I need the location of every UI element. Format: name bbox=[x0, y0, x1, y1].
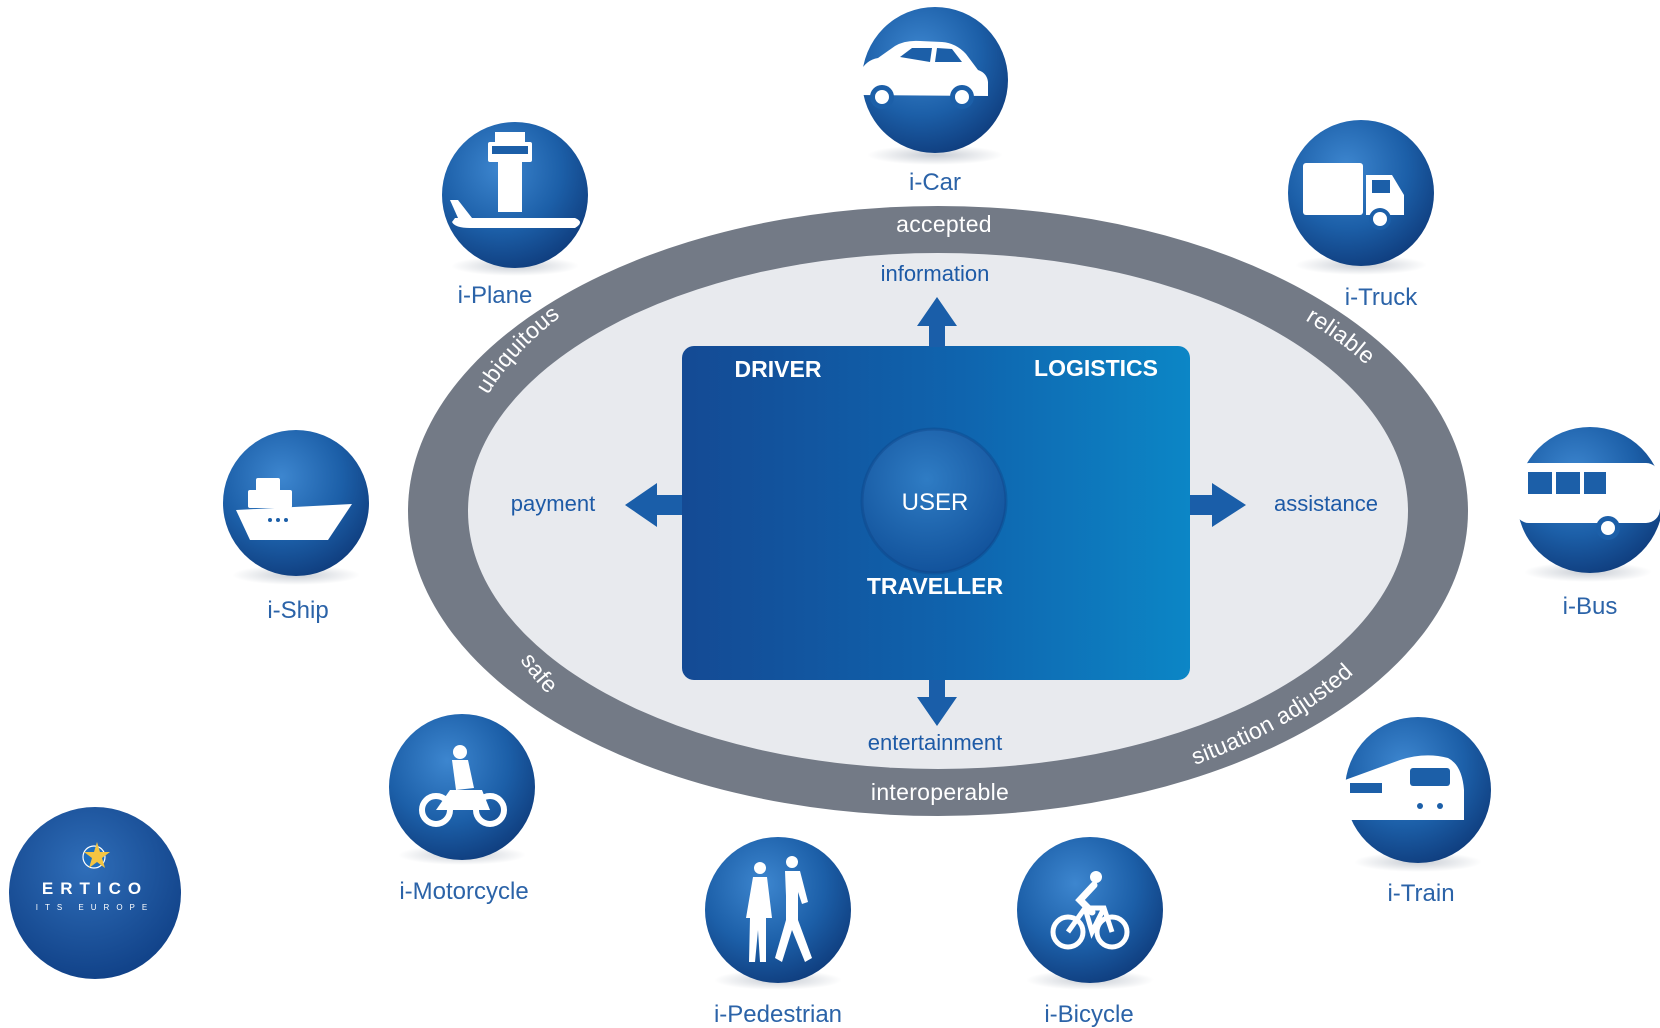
node-pedestrian[interactable]: i-Pedestrian bbox=[705, 837, 851, 1028]
label-bicycle: i-Bicycle bbox=[1044, 1001, 1133, 1028]
pedestrian-icon bbox=[746, 856, 812, 962]
arrow-right bbox=[1190, 483, 1246, 527]
bicycle-icon bbox=[1050, 871, 1130, 950]
node-train[interactable]: i-Train bbox=[1345, 717, 1491, 907]
user-circle bbox=[860, 427, 1008, 575]
arrows bbox=[625, 297, 1246, 726]
node-bicycle[interactable]: i-Bicycle bbox=[1017, 837, 1163, 1028]
plane-icon bbox=[450, 132, 580, 228]
label-plane: i-Plane bbox=[458, 282, 533, 309]
arrow-left bbox=[625, 483, 682, 527]
node-car[interactable]: i-Car bbox=[858, 7, 1008, 196]
role-traveller: TRAVELLER bbox=[867, 573, 1004, 599]
inner-word-information: information bbox=[881, 261, 990, 286]
label-train: i-Train bbox=[1387, 880, 1454, 907]
ertico-logo: ERTICO ITS EUROPE bbox=[9, 807, 181, 979]
inner-word-assistance: assistance bbox=[1274, 491, 1378, 516]
label-pedestrian: i-Pedestrian bbox=[714, 1001, 842, 1028]
logo-name: ERTICO bbox=[42, 879, 148, 898]
motorcycle-icon bbox=[419, 745, 507, 827]
role-user: USER bbox=[902, 489, 969, 516]
truck-icon bbox=[1303, 163, 1404, 230]
car-icon bbox=[858, 40, 988, 109]
node-motorcycle[interactable]: i-Motorcycle bbox=[389, 714, 535, 905]
ring-word-bottom: interoperable bbox=[871, 779, 1009, 805]
node-ship[interactable]: i-Ship bbox=[223, 430, 369, 624]
bus-icon bbox=[1515, 463, 1660, 540]
logo-tagline: ITS EUROPE bbox=[36, 903, 154, 912]
role-driver: DRIVER bbox=[735, 356, 822, 382]
inner-word-payment: payment bbox=[511, 491, 595, 516]
arrow-up bbox=[917, 297, 957, 347]
label-ship: i-Ship bbox=[267, 597, 328, 624]
node-bus[interactable]: i-Bus bbox=[1515, 427, 1660, 620]
role-logistics: LOGISTICS bbox=[1034, 355, 1158, 381]
label-truck: i-Truck bbox=[1345, 284, 1418, 311]
arrow-down bbox=[917, 680, 957, 726]
label-bus: i-Bus bbox=[1563, 593, 1618, 620]
node-truck[interactable]: i-Truck bbox=[1288, 120, 1434, 311]
ring-word-top: accepted bbox=[896, 211, 992, 237]
train-icon bbox=[1345, 755, 1464, 820]
label-car: i-Car bbox=[909, 169, 961, 196]
node-plane[interactable]: i-Plane bbox=[442, 122, 588, 309]
star-globe-icon bbox=[82, 842, 110, 869]
inner-word-entertainment: entertainment bbox=[868, 730, 1003, 755]
center-panel: DRIVER LOGISTICS USER TRAVELLER bbox=[682, 346, 1190, 680]
label-motorcycle: i-Motorcycle bbox=[399, 878, 528, 905]
ship-icon bbox=[236, 478, 352, 540]
